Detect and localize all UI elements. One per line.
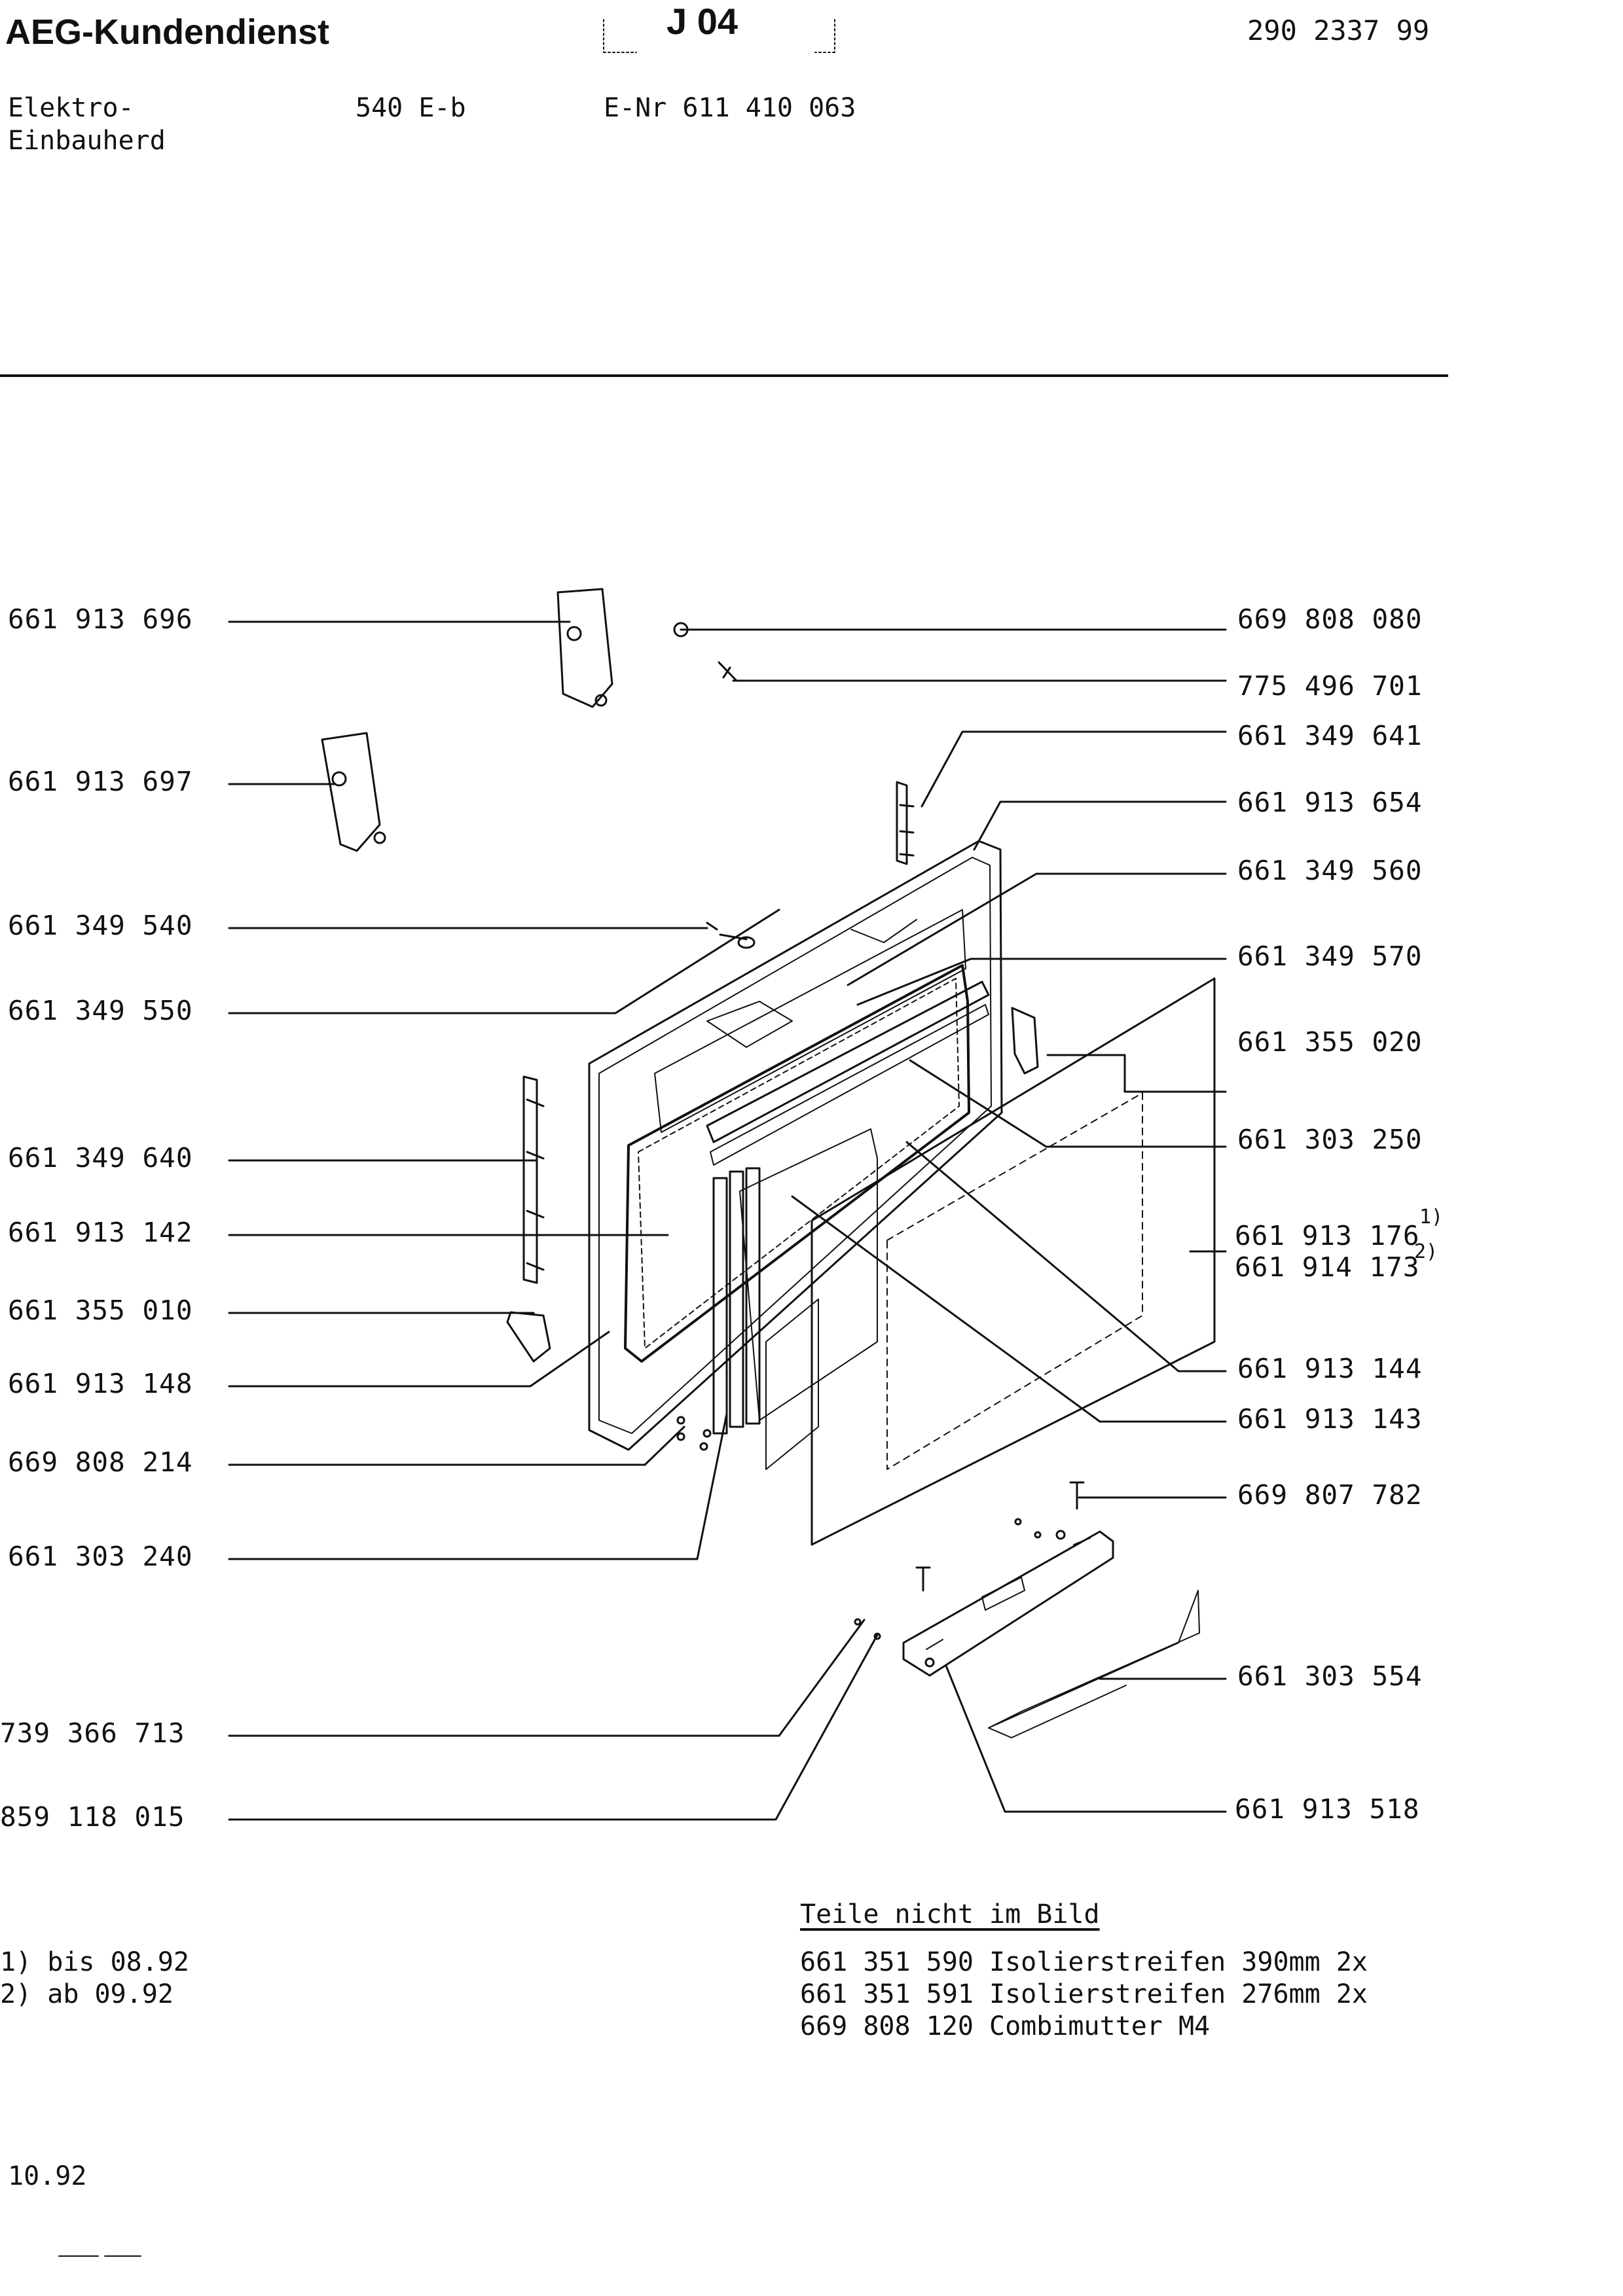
part-label-right: 661 913 144 bbox=[1237, 1353, 1423, 1384]
brand-title: AEG-Kundendienst bbox=[5, 12, 329, 52]
product-type-line1: Elektro- bbox=[8, 93, 134, 123]
part-label-right: 661 914 173 bbox=[1235, 1251, 1420, 1283]
part-label-right: 669 808 080 bbox=[1237, 603, 1423, 635]
part-label-right: 661 349 560 bbox=[1237, 855, 1423, 886]
revision-date: 10.92 bbox=[8, 2161, 87, 2191]
part-label-right: 661 913 518 bbox=[1235, 1793, 1420, 1825]
footnote-marker: 2) bbox=[1414, 1240, 1438, 1263]
part-label-left: 661 355 010 bbox=[8, 1295, 193, 1326]
product-enr: E-Nr 611 410 063 bbox=[604, 93, 856, 123]
not-shown-item: 661 351 591 Isolierstreifen 276mm 2x bbox=[800, 1979, 1368, 2009]
part-label-left: 661 349 540 bbox=[8, 910, 193, 941]
part-label-left: 661 913 142 bbox=[8, 1217, 193, 1248]
not-shown-item: 669 808 120 Combimutter M4 bbox=[800, 2011, 1211, 2041]
part-label-right: 661 303 250 bbox=[1237, 1124, 1423, 1155]
part-label-right: 661 349 570 bbox=[1237, 941, 1423, 972]
part-label-left: 661 913 148 bbox=[8, 1368, 193, 1399]
part-label-left: 661 913 696 bbox=[8, 603, 193, 635]
part-label-left: 661 913 697 bbox=[8, 766, 193, 797]
page-code: J 04 bbox=[666, 1, 738, 42]
product-type-line2: Einbauherd bbox=[8, 126, 166, 156]
part-label-right: 661 303 554 bbox=[1237, 1660, 1423, 1692]
part-label-right: 669 807 782 bbox=[1237, 1479, 1423, 1511]
part-label-left: 739 366 713 bbox=[0, 1717, 185, 1749]
not-shown-item: 661 351 590 Isolierstreifen 390mm 2x bbox=[800, 1947, 1368, 1977]
part-label-right: 661 913 143 bbox=[1237, 1403, 1423, 1435]
document-number: 290 2337 99 bbox=[1247, 14, 1430, 46]
part-label-left: 661 349 640 bbox=[8, 1142, 193, 1174]
footnote-marker: 1) bbox=[1419, 1206, 1444, 1229]
part-label-right: 661 913 176 bbox=[1235, 1220, 1420, 1251]
footnote: 1) bis 08.92 bbox=[0, 1947, 189, 1977]
part-label-left: 661 303 240 bbox=[8, 1541, 193, 1572]
not-shown-heading: Teile nicht im Bild bbox=[800, 1899, 1100, 1929]
part-label-right: 661 355 020 bbox=[1237, 1026, 1423, 1058]
header-divider bbox=[0, 374, 1448, 377]
product-model: 540 E-b bbox=[356, 93, 466, 123]
part-label-right: 661 349 641 bbox=[1237, 720, 1423, 751]
part-label-left: 661 349 550 bbox=[8, 995, 193, 1026]
part-label-right: 775 496 701 bbox=[1237, 670, 1423, 702]
footnote: 2) ab 09.92 bbox=[0, 1979, 173, 2009]
part-label-left: 859 118 015 bbox=[0, 1801, 185, 1833]
part-label-left: 669 808 214 bbox=[8, 1446, 193, 1478]
part-label-right: 661 913 654 bbox=[1237, 787, 1423, 818]
